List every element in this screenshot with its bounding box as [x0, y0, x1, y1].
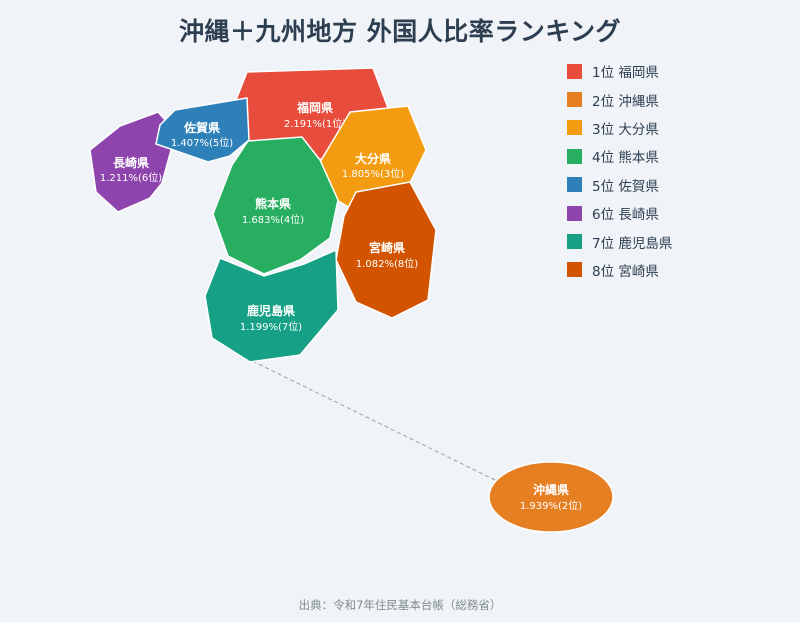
- okinawa-connector-line: [239, 354, 496, 481]
- okinawa-shape[interactable]: [488, 461, 614, 533]
- legend-item: 2位 沖縄県: [567, 85, 672, 113]
- legend-label: 4位 熊本県: [592, 150, 659, 167]
- nagasaki-name: 長崎県: [113, 155, 149, 170]
- legend-label: 7位 鹿児島県: [592, 235, 673, 252]
- prefecture-nagasaki[interactable]: 長崎県 1.211%(6位): [89, 111, 177, 213]
- legend-item: 4位 熊本県: [567, 142, 672, 170]
- nagasaki-value: 1.211%(6位): [100, 171, 162, 184]
- legend-swatch: [567, 120, 582, 136]
- legend-label: 6位 長崎県: [592, 207, 659, 224]
- miyazaki-value: 1.082%(8位): [356, 257, 418, 270]
- legend-item: 7位 鹿児島県: [567, 227, 672, 255]
- saga-name: 佐賀県: [183, 120, 220, 135]
- saga-value: 1.407%(5位): [171, 136, 233, 149]
- legend-swatch: [567, 234, 582, 250]
- fukuoka-value: 2.191%(1位): [284, 117, 346, 130]
- kagoshima-value: 1.199%(7位): [240, 320, 302, 333]
- prefecture-kumamoto[interactable]: 熊本県 1.683%(4位): [212, 136, 339, 275]
- page-title: 沖縄＋九州地方 外国人比率ランキング: [179, 17, 621, 46]
- legend-item: 5位 佐賀県: [567, 171, 672, 199]
- kumamoto-value: 1.683%(4位): [242, 213, 304, 226]
- oita-value: 1.805%(3位): [342, 167, 404, 180]
- kagoshima-name: 鹿児島県: [247, 303, 295, 318]
- legend-swatch: [567, 262, 582, 278]
- kumamoto-shape[interactable]: [212, 136, 339, 275]
- saga-shape[interactable]: [155, 97, 250, 163]
- legend-label: 2位 沖縄県: [592, 93, 659, 110]
- okinawa-value: 1.939%(2位): [520, 499, 582, 512]
- legend-swatch: [567, 177, 582, 193]
- legend: 1位 福岡県 2位 沖縄県 3位 大分県 4位 熊本県 5位 佐賀県 6位 長崎…: [567, 57, 672, 284]
- legend-item: 3位 大分県: [567, 114, 672, 142]
- legend-label: 1位 福岡県: [592, 65, 659, 82]
- legend-label: 8位 宮崎県: [592, 263, 659, 280]
- oita-name: 大分県: [355, 151, 391, 166]
- legend-label: 3位 大分県: [592, 121, 659, 138]
- nagasaki-shape[interactable]: [89, 111, 177, 213]
- prefecture-miyazaki[interactable]: 宮崎県 1.082%(8位): [335, 181, 437, 319]
- fukuoka-name: 福岡県: [296, 100, 333, 115]
- okinawa-name: 沖縄県: [533, 482, 569, 497]
- prefecture-okinawa[interactable]: 沖縄県 1.939%(2位): [488, 461, 614, 533]
- kagoshima-shape[interactable]: [204, 248, 339, 363]
- legend-swatch: [567, 92, 582, 108]
- source-note: 出典：令和7年住民基本台帳（総務省）: [298, 598, 502, 612]
- legend-swatch: [567, 63, 582, 79]
- prefecture-saga[interactable]: 佐賀県 1.407%(5位): [155, 97, 250, 163]
- miyazaki-shape[interactable]: [335, 181, 437, 319]
- prefecture-kagoshima[interactable]: 鹿児島県 1.199%(7位): [204, 248, 339, 363]
- legend-item: 1位 福岡県: [567, 57, 672, 85]
- miyazaki-name: 宮崎県: [369, 240, 405, 255]
- legend-item: 6位 長崎県: [567, 199, 672, 227]
- legend-swatch: [567, 148, 582, 164]
- legend-item: 8位 宮崎県: [567, 256, 672, 284]
- kumamoto-name: 熊本県: [255, 196, 291, 211]
- legend-swatch: [567, 205, 582, 221]
- legend-label: 5位 佐賀県: [592, 178, 659, 195]
